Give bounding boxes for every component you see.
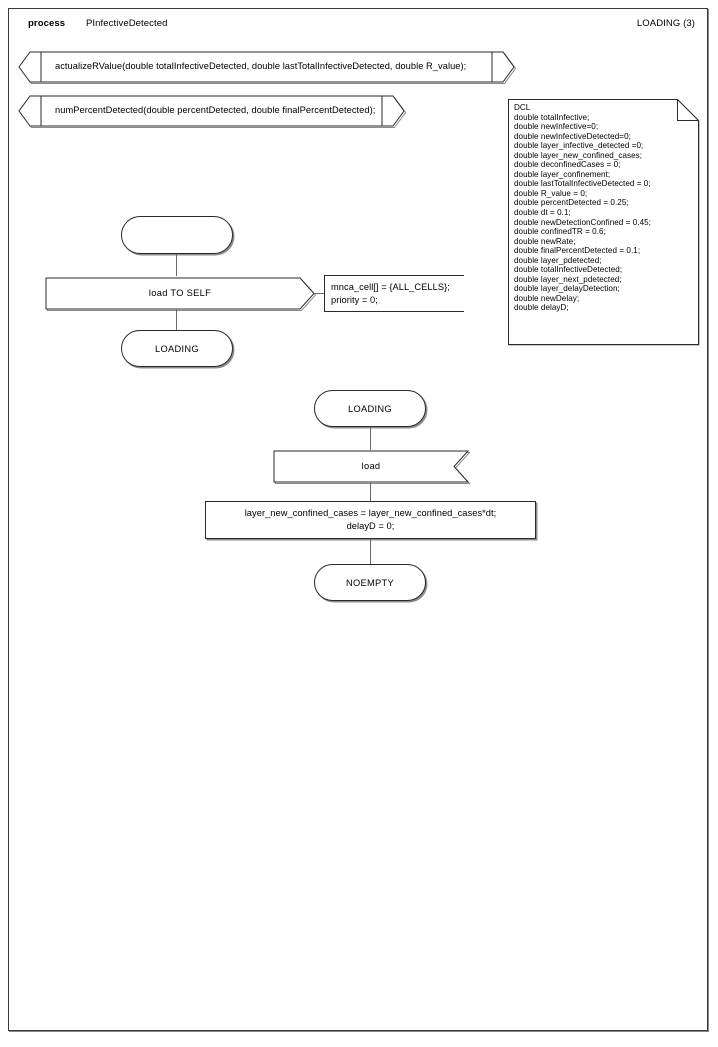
flow-b-connector-1 [370,427,371,450]
flow-b-task-line: delayD = 0; [346,521,395,531]
flow-b-end-state-noempty[interactable]: NOEMPTY [314,564,426,601]
flow-a-comment-line: mnca_cell[] = {ALL_CELLS}; [331,282,450,292]
page-border [8,8,708,1031]
dcl-line: double layer_pdetected; [514,255,602,265]
flow-b-connector-2 [370,482,371,502]
flow-b-start-state-loading[interactable]: LOADING [314,390,426,427]
dcl-line: double layer_delayDetection; [514,284,620,294]
flow-a-comment-link [314,293,325,294]
dcl-line: double newDetectionConfined = 0.45; [514,217,651,227]
procedure-call-numPercentDetected[interactable]: numPercentDetected(double percentDetecte… [17,94,407,128]
dcl-note-shape [508,99,700,346]
flow-a-output-label: load TO SELF [148,287,212,298]
flow-a-comment-line: priority = 0; [331,295,378,305]
procedure-call-shape [18,95,407,128]
flow-a-end-state-loading[interactable]: LOADING [121,330,233,367]
flow-b-task-box[interactable]: layer_new_confined_cases = layer_new_con… [205,501,536,539]
dcl-line: double newDelay; [514,293,580,303]
dcl-line: double layer_infective_detected =0; [514,141,644,151]
flow-b-input-load[interactable]: load [273,450,471,484]
dcl-line: double lastTotalInfectiveDetected = 0; [514,179,651,189]
dcl-declaration-note[interactable]: DCL double totalInfective; double newInf… [508,99,700,346]
dcl-line: double newInfective=0; [514,122,599,132]
flow-a-connector-1 [176,254,177,276]
dcl-line: double deconfinedCases = 0; [514,160,621,170]
dcl-line: double finalPercentDetected = 0.1; [514,246,641,256]
flow-b-start-state-label: LOADING [348,403,392,414]
dcl-note-body: DCL double totalInfective; double newInf… [508,99,700,313]
process-name: PInfectiveDetected [86,18,168,29]
dcl-title: DCL [514,103,531,112]
flow-a-comment-box[interactable]: mnca_cell[] = {ALL_CELLS}; priority = 0; [324,275,464,312]
dcl-line: double dt = 0.1; [514,208,571,218]
procedure-call-text: numPercentDetected(double percentDetecte… [55,105,376,115]
dcl-line: double totalInfective; [514,112,590,122]
dcl-line: double newRate; [514,236,576,246]
dcl-line: double layer_confinement; [514,169,611,179]
flow-a-output-load-to-self[interactable]: load TO SELF [45,276,317,311]
procedure-call-actualizeRValue[interactable]: actualizeRValue(double totalInfectiveDet… [17,50,517,84]
procedure-call-text: actualizeRValue(double totalInfectiveDet… [55,61,467,71]
dcl-line: double layer_new_confined_cases; [514,150,643,160]
flow-b-end-state-label: NOEMPTY [345,577,395,588]
flow-a-end-state-label: LOADING [155,343,199,354]
flow-b-task-line: layer_new_confined_cases = layer_new_con… [244,508,497,518]
dcl-line: double delayD; [514,303,569,313]
page-label: LOADING (3) [636,18,695,29]
flow-b-connector-3 [370,539,371,564]
output-shape [45,277,317,311]
flow-b-input-label: load [361,461,381,471]
dcl-line: double percentDetected = 0.25; [514,198,629,208]
dcl-line: double confinedTR = 0.6; [514,227,606,237]
procedure-call-shape [18,51,517,84]
dcl-line: double newInfectiveDetected=0; [514,131,631,141]
dcl-line: double R_value = 0; [514,188,588,198]
process-keyword: process [28,18,66,29]
flow-a-start-state[interactable] [121,216,233,254]
dcl-line: double layer_next_pdetected; [514,274,622,284]
flow-a-connector-2 [176,309,177,331]
dcl-line: double totalInfectiveDetected; [514,265,623,275]
input-shape [273,450,471,484]
